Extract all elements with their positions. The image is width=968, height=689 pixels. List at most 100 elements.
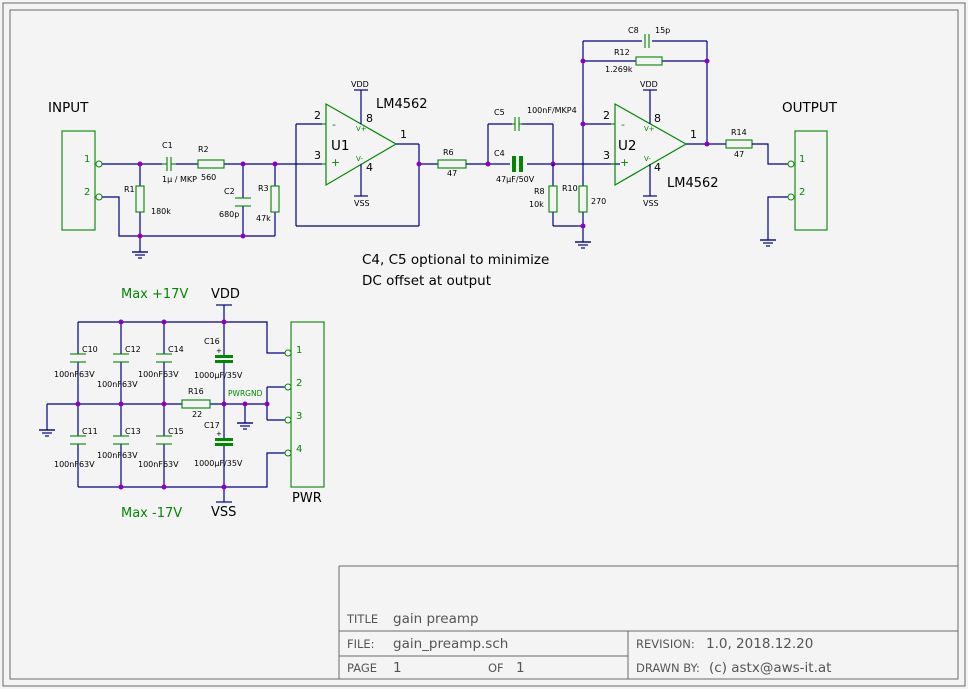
r3-value: 47k — [256, 214, 271, 223]
c4-value: 47µF/50V — [496, 175, 535, 184]
input-pin2: 2 — [84, 187, 90, 198]
drawn-by-label: DRAWN BY: — [636, 661, 700, 675]
c17-polarity: + — [216, 430, 222, 438]
c4-capacitor — [512, 156, 523, 172]
u1-pin2: 2 — [314, 109, 321, 122]
c10-capacitor — [70, 353, 86, 363]
revision-label: REVISION: — [636, 637, 695, 651]
u1-vss: VSS — [354, 199, 370, 208]
pwr-pin2: 2 — [296, 378, 302, 389]
pwr-pin1: 1 — [296, 345, 302, 356]
title-value: gain preamp — [393, 611, 479, 627]
u1-vplus: V+ — [356, 125, 367, 133]
c11-ref: C11 — [82, 427, 98, 436]
r6-value: 47 — [447, 169, 457, 178]
pwrgnd-label: PWRGND — [228, 389, 263, 398]
r14-ref: R14 — [731, 128, 747, 137]
pwr-label: PWR — [292, 491, 322, 506]
of-value: 1 — [516, 660, 525, 676]
input-connector — [61, 130, 103, 231]
u1-pin4: 4 — [366, 161, 373, 174]
c11-capacitor — [70, 435, 86, 445]
file-value: gain_preamp.sch — [393, 636, 508, 652]
u2-vdd: VDD — [640, 80, 658, 89]
u2-part: LM4562 — [667, 176, 719, 191]
u2-pin2: 2 — [603, 109, 610, 122]
u2-pin1: 1 — [690, 128, 697, 141]
output-pin1: 1 — [799, 154, 805, 165]
c8-capacitor — [644, 34, 650, 48]
r3-resistor — [270, 185, 280, 213]
c1-capacitor — [162, 157, 176, 171]
r8-ref: R8 — [534, 187, 545, 196]
c17-ref: C17 — [204, 421, 220, 430]
ground-symbol — [237, 422, 253, 430]
c5-ref: C5 — [494, 108, 505, 117]
u2-ref: U2 — [618, 138, 636, 154]
c1-ref: C1 — [162, 141, 173, 150]
r8-resistor — [548, 185, 558, 213]
input-pin1: 1 — [84, 154, 90, 165]
of-label: OF — [488, 661, 504, 675]
c8-ref: C8 — [628, 26, 639, 35]
c13-ref: C13 — [125, 427, 141, 436]
r16-ref: R16 — [188, 387, 204, 396]
u1-pin8: 8 — [366, 112, 373, 125]
r12-resistor — [635, 56, 663, 66]
c14-capacitor — [156, 353, 172, 363]
title-block — [338, 565, 958, 679]
max-neg-label: Max -17V — [121, 506, 182, 521]
r16-value: 22 — [192, 410, 202, 419]
u1-vdd: VDD — [351, 80, 369, 89]
r8-value: 10k — [529, 200, 544, 209]
u1-plus: + — [331, 156, 340, 169]
ground-symbol — [760, 239, 776, 247]
c10-ref: C10 — [82, 345, 98, 354]
c12-ref: C12 — [125, 345, 141, 354]
wire — [102, 196, 275, 237]
u2-vminus: V- — [644, 155, 651, 163]
c2-ref: C2 — [224, 187, 235, 196]
c16-capacitor — [215, 355, 233, 363]
u2-pin8: 8 — [654, 112, 661, 125]
output-label: OUTPUT — [782, 100, 838, 116]
drawn-by-value: (c) astx@aws-it.at — [709, 660, 831, 676]
revision-value: 1.0, 2018.12.20 — [706, 636, 813, 652]
r2-resistor — [197, 159, 225, 169]
sheet-frame — [9, 9, 959, 680]
u2-pin4: 4 — [654, 161, 661, 174]
r2-value: 560 — [201, 173, 216, 182]
c14-ref: C14 — [168, 345, 184, 354]
u2-pin3: 3 — [603, 149, 610, 162]
r14-value: 47 — [734, 150, 744, 159]
r3-ref: R3 — [258, 184, 269, 193]
r12-value: 1.269k — [605, 65, 633, 74]
pwr-connector — [284, 321, 325, 488]
u1-part: LM4562 — [376, 97, 428, 112]
u1-vminus: V- — [356, 155, 363, 163]
c4-ref: C4 — [494, 149, 505, 158]
c17-value: 1000µF/35V — [194, 459, 243, 468]
c13-capacitor — [113, 435, 129, 445]
output-pin2: 2 — [799, 187, 805, 198]
c15-capacitor — [156, 435, 172, 445]
c15-ref: C15 — [168, 427, 184, 436]
c12-value: 100nF63V — [97, 380, 138, 389]
r1-resistor — [135, 185, 145, 213]
c12-capacitor — [113, 353, 129, 363]
u1-pin1: 1 — [400, 128, 407, 141]
vdd-label: VDD — [211, 287, 240, 302]
c13-value: 100nF63V — [97, 451, 138, 460]
u2-minus: - — [621, 118, 625, 131]
c14-value: 100nF63V — [138, 370, 179, 379]
max-pos-label: Max +17V — [121, 287, 188, 302]
pwr-pin4: 4 — [296, 444, 302, 455]
r16-resistor — [181, 399, 211, 409]
page-label: PAGE — [347, 661, 377, 675]
c5-value: 100nF/MKP4 — [527, 106, 577, 115]
c16-value: 1000µF/35V — [194, 371, 243, 380]
r10-resistor — [578, 185, 588, 213]
note-line1: C4, C5 optional to minimize — [362, 252, 549, 268]
